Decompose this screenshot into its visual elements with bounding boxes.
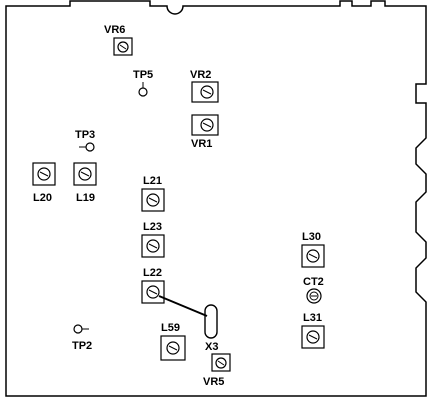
l20-label: L20 xyxy=(33,192,52,204)
vr5-trimmer[interactable] xyxy=(211,353,231,372)
ct2-label: CT2 xyxy=(303,276,324,288)
tp2-test-point[interactable] xyxy=(73,324,89,334)
ct2-trimmer-capacitor[interactable] xyxy=(306,288,322,304)
x3-crystal[interactable] xyxy=(204,304,218,339)
tp2-label: TP2 xyxy=(72,340,92,352)
l59-coil[interactable] xyxy=(160,335,186,361)
l31-coil[interactable] xyxy=(301,325,325,349)
x3-label: X3 xyxy=(205,341,218,353)
tp3-test-point[interactable] xyxy=(79,142,95,152)
vr6-label: VR6 xyxy=(104,24,125,36)
l19-label: L19 xyxy=(76,192,95,204)
vr5-label: VR5 xyxy=(203,376,224,388)
l30-label: L30 xyxy=(302,231,321,243)
tp5-test-point[interactable] xyxy=(138,82,148,97)
l30-coil[interactable] xyxy=(301,244,325,268)
vr2-trimmer[interactable] xyxy=(191,81,219,103)
tp3-label: TP3 xyxy=(75,129,95,141)
l23-label: L23 xyxy=(143,221,162,233)
l21-label: L21 xyxy=(143,175,162,187)
vr1-trimmer[interactable] xyxy=(191,114,219,136)
l31-label: L31 xyxy=(303,312,322,324)
l21-coil[interactable] xyxy=(141,188,165,212)
l59-label: L59 xyxy=(161,322,180,334)
board-outline xyxy=(5,0,427,397)
l23-coil[interactable] xyxy=(141,234,165,258)
vr6-trimmer[interactable] xyxy=(113,37,133,56)
l22-label: L22 xyxy=(143,267,162,279)
vr1-label: VR1 xyxy=(191,138,212,150)
vr2-label: VR2 xyxy=(190,69,211,81)
l22-coil[interactable] xyxy=(141,280,165,304)
l22-x3-connection xyxy=(158,295,208,317)
l19-coil[interactable] xyxy=(73,162,97,186)
l20-coil[interactable] xyxy=(32,162,56,186)
tp5-label: TP5 xyxy=(133,69,153,81)
